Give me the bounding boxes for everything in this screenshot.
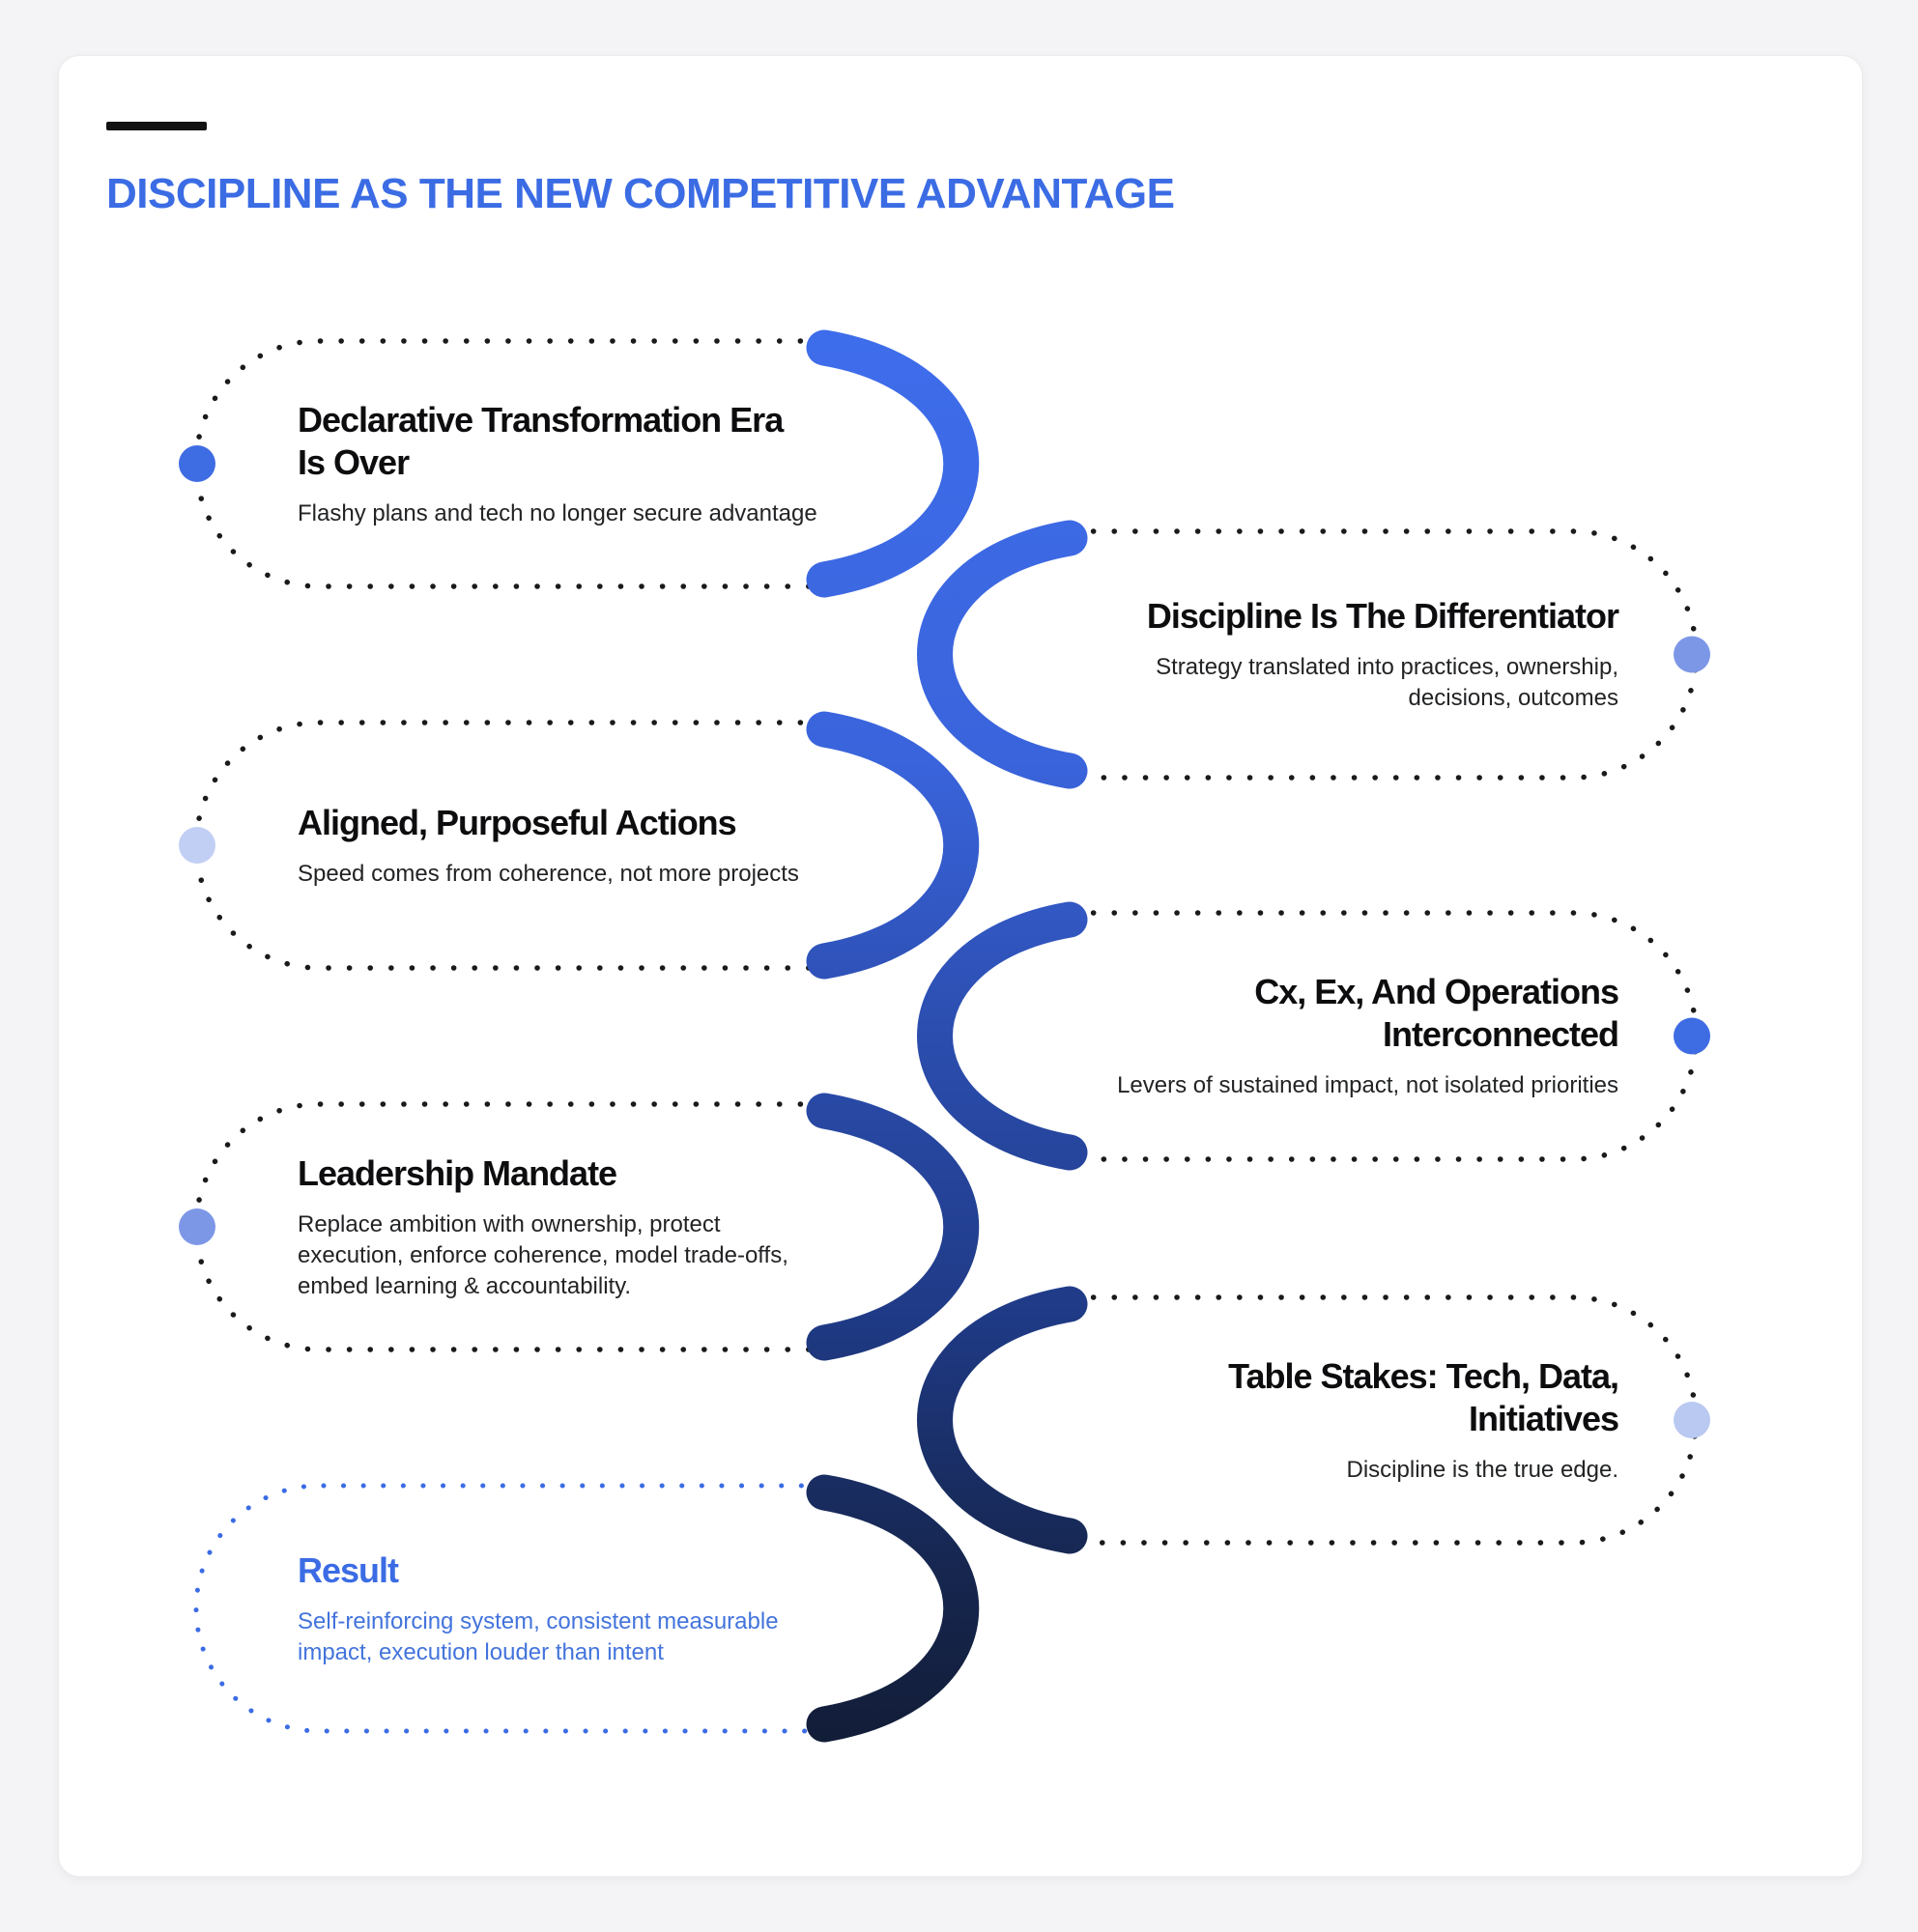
- ribbon-arc-7: [806, 1474, 980, 1743]
- pill-subtitle-declarative-era: Flashy plans and tech no longer secure a…: [298, 499, 817, 526]
- node-dot-leadership-mandate: [179, 1208, 215, 1245]
- node-dot-aligned-actions: [179, 827, 215, 864]
- pill-declarative-era: Declarative Transformation Era Is Over F…: [298, 341, 831, 586]
- pill-title-leadership-mandate: Leadership Mandate: [298, 1152, 617, 1193]
- title-dash: [106, 122, 207, 130]
- pill-subtitle-leadership-mandate: Replace ambition with ownership, protect…: [298, 1210, 788, 1299]
- pill-border-declarative-era: [193, 338, 824, 589]
- pill-title-table-stakes: Table Stakes: Tech, Data, Initiatives: [1228, 1355, 1619, 1438]
- ribbon-arc-6: [917, 1286, 1088, 1554]
- ribbon-arc-2: [917, 520, 1088, 789]
- ribbon-arc-4: [917, 901, 1088, 1171]
- pill-border-leadership-mandate: [193, 1101, 824, 1352]
- pill-borders: [193, 338, 1700, 1546]
- pill-subtitle-result: Self-reinforcing system, consistent meas…: [298, 1607, 779, 1665]
- pill-title-result: Result: [298, 1549, 399, 1590]
- pill-leadership-mandate: Leadership Mandate Replace ambition with…: [298, 1104, 831, 1350]
- pill-subtitle-cx-ex-operations: Levers of sustained impact, not isolated…: [1117, 1072, 1618, 1098]
- ribbon-arc-3: [806, 711, 980, 980]
- pill-border-table-stakes: [1070, 1294, 1699, 1546]
- ribbon-arc-5: [806, 1093, 980, 1361]
- pill-border-result: [193, 1483, 824, 1734]
- node-dot-table-stakes: [1674, 1402, 1710, 1438]
- pill-title-aligned-actions: Aligned, Purposeful Actions: [298, 802, 737, 842]
- serpentine-ribbon: [806, 329, 1088, 1743]
- page-title: DISCIPLINE AS THE NEW COMPETITIVE ADVANT…: [106, 170, 1175, 217]
- pill-subtitle-differentiator: Strategy translated into practices, owne…: [1156, 654, 1618, 711]
- pill-title-declarative-era: Declarative Transformation Era Is Over: [298, 399, 784, 482]
- ribbon-arc-1: [806, 329, 980, 598]
- pill-subtitle-table-stakes: Discipline is the true edge.: [1346, 1456, 1618, 1483]
- node-dot-declarative-era: [179, 445, 215, 482]
- pill-table-stakes: Table Stakes: Tech, Data, Initiatives Di…: [1073, 1297, 1619, 1543]
- pill-border-differentiator: [1070, 528, 1700, 781]
- pill-aligned-actions: Aligned, Purposeful Actions Speed comes …: [298, 723, 831, 968]
- pill-border-aligned-actions: [193, 720, 824, 971]
- pill-title-differentiator: Discipline Is The Differentiator: [1146, 596, 1619, 636]
- pill-title-cx-ex-operations: Cx, Ex, And Operations Interconnected: [1254, 972, 1619, 1054]
- pill-cx-ex-operations: Cx, Ex, And Operations Interconnected Le…: [1073, 913, 1619, 1159]
- pill-result: Result Self-reinforcing system, consiste…: [298, 1486, 831, 1731]
- node-dot-differentiator: [1674, 636, 1710, 673]
- pill-differentiator: Discipline Is The Differentiator Strateg…: [1073, 531, 1619, 778]
- node-dot-cx-ex-operations: [1674, 1017, 1710, 1055]
- pill-subtitle-aligned-actions: Speed comes from coherence, not more pro…: [298, 860, 799, 887]
- pill-border-cx-ex-operations: [1070, 910, 1700, 1162]
